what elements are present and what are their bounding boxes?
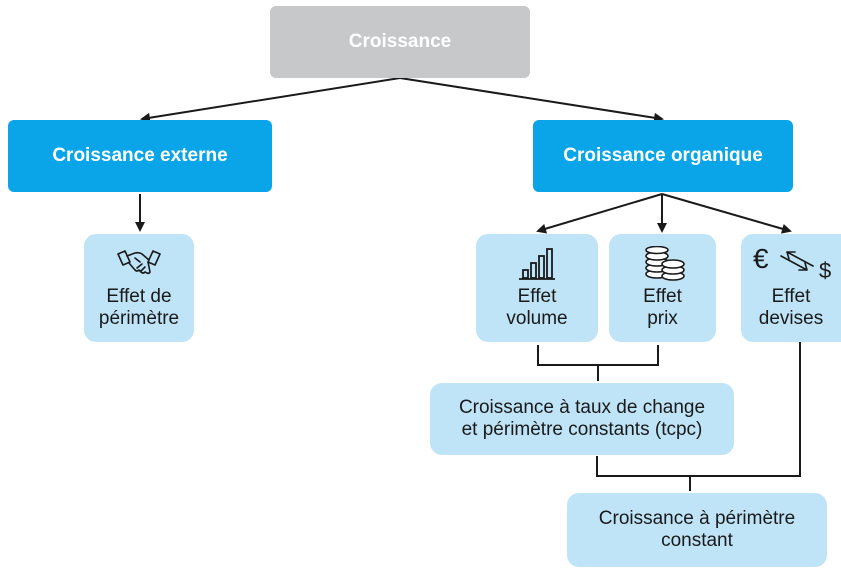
coins-icon — [644, 246, 685, 281]
bracket-tcpc-currency — [596, 335, 801, 491]
external-growth-node: Croissance externe — [8, 120, 272, 192]
arrow-root-to-external — [140, 77, 401, 123]
root-node: Croissance — [270, 6, 530, 78]
tcpc-line2: et périmètre constants (tcpc) — [461, 419, 703, 440]
scope-effect-line2: périmètre — [98, 308, 180, 329]
scope-effect-line1: Effet de — [106, 286, 172, 307]
volume-effect-node: Effet volume — [476, 234, 598, 342]
volume-effect-line1: Effet — [517, 286, 557, 307]
euro-symbol: € — [753, 243, 769, 274]
external-growth-label: Croissance externe — [52, 145, 228, 166]
organic-growth-node: Croissance organique — [533, 120, 793, 192]
constant-scope-growth-node: Croissance à périmètre constant — [567, 493, 827, 567]
constant-scope-line2: constant — [661, 530, 733, 551]
currency-effect-line1: Effet — [771, 286, 811, 307]
price-effect-line2: prix — [647, 308, 678, 329]
price-effect-node: Effet prix — [609, 234, 716, 342]
currency-effect-node: € $ Effet devises — [741, 234, 841, 342]
tcpc-line1: Croissance à taux de change — [458, 397, 706, 418]
handshake-icon — [117, 250, 161, 275]
root-label: Croissance — [348, 31, 452, 52]
volume-effect-line2: volume — [506, 308, 568, 329]
price-effect-line1: Effet — [643, 286, 682, 307]
organic-growth-label: Croissance organique — [563, 145, 763, 166]
bar-chart-icon — [519, 248, 555, 280]
bracket-volume-price — [537, 345, 659, 381]
dollar-symbol: $ — [819, 258, 832, 283]
arrow-organic-to-volume — [536, 193, 663, 234]
tcpc-growth-node: Croissance à taux de change et périmètre… — [430, 383, 734, 455]
arrow-organic-to-currency — [661, 193, 792, 234]
arrow-root-to-organic — [399, 77, 664, 123]
scope-effect-node: Effet de périmètre — [84, 234, 194, 342]
constant-scope-line1: Croissance à périmètre — [598, 508, 796, 529]
exchange-arrows-icon — [780, 251, 814, 271]
currency-effect-line2: devises — [758, 308, 824, 329]
currency-exchange-icon: € $ — [743, 243, 839, 284]
